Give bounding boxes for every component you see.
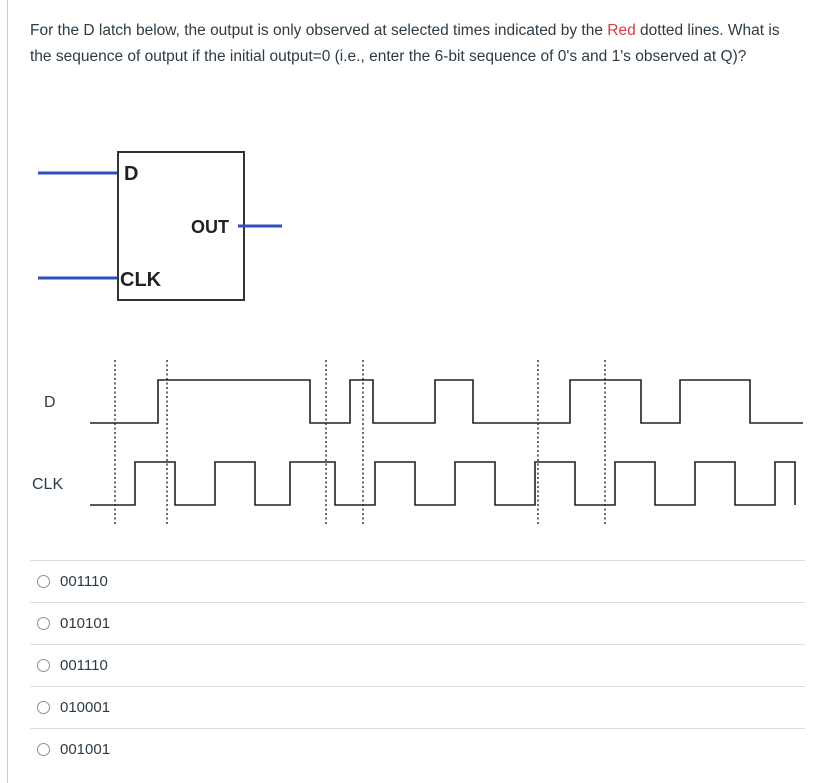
answer-label: 001001 xyxy=(60,741,111,758)
d-latch-diagram: D CLK OUT xyxy=(38,151,282,301)
question-text-part2: dotted lines. What is the sequence of ou… xyxy=(30,22,780,65)
answer-option-2[interactable]: 010101 xyxy=(30,602,805,644)
answer-label: 010101 xyxy=(60,615,111,632)
answer-label: 001110 xyxy=(60,573,108,590)
timing-d-label: D xyxy=(44,394,56,411)
timing-diagram xyxy=(90,360,803,525)
question-text-part1: For the D latch below, the output is onl… xyxy=(30,22,608,39)
latch-out-label: OUT xyxy=(191,217,229,237)
answer-option-1[interactable]: 001110 xyxy=(30,560,805,602)
page-left-border xyxy=(7,0,8,783)
answer-option-4[interactable]: 010001 xyxy=(30,686,805,728)
radio-button[interactable] xyxy=(37,659,50,672)
question-text: For the D latch below, the output is onl… xyxy=(30,18,805,70)
answer-label: 001110 xyxy=(60,657,108,674)
latch-box xyxy=(117,151,245,301)
radio-button[interactable] xyxy=(37,743,50,756)
clk-waveform xyxy=(90,461,796,506)
observation-lines xyxy=(114,360,606,525)
d-waveform xyxy=(90,379,803,424)
answer-label: 010001 xyxy=(60,699,111,716)
answer-option-5[interactable]: 001001 xyxy=(30,728,805,770)
answer-list: 001110 010101 001110 010001 001001 xyxy=(30,560,805,770)
latch-clk-label: CLK xyxy=(120,269,162,291)
answer-option-3[interactable]: 001110 xyxy=(30,644,805,686)
latch-d-label: D xyxy=(124,163,138,185)
radio-button[interactable] xyxy=(37,575,50,588)
radio-button[interactable] xyxy=(37,701,50,714)
timing-clk-label: CLK xyxy=(32,476,64,493)
radio-button[interactable] xyxy=(37,617,50,630)
question-red-word: Red xyxy=(607,22,636,39)
